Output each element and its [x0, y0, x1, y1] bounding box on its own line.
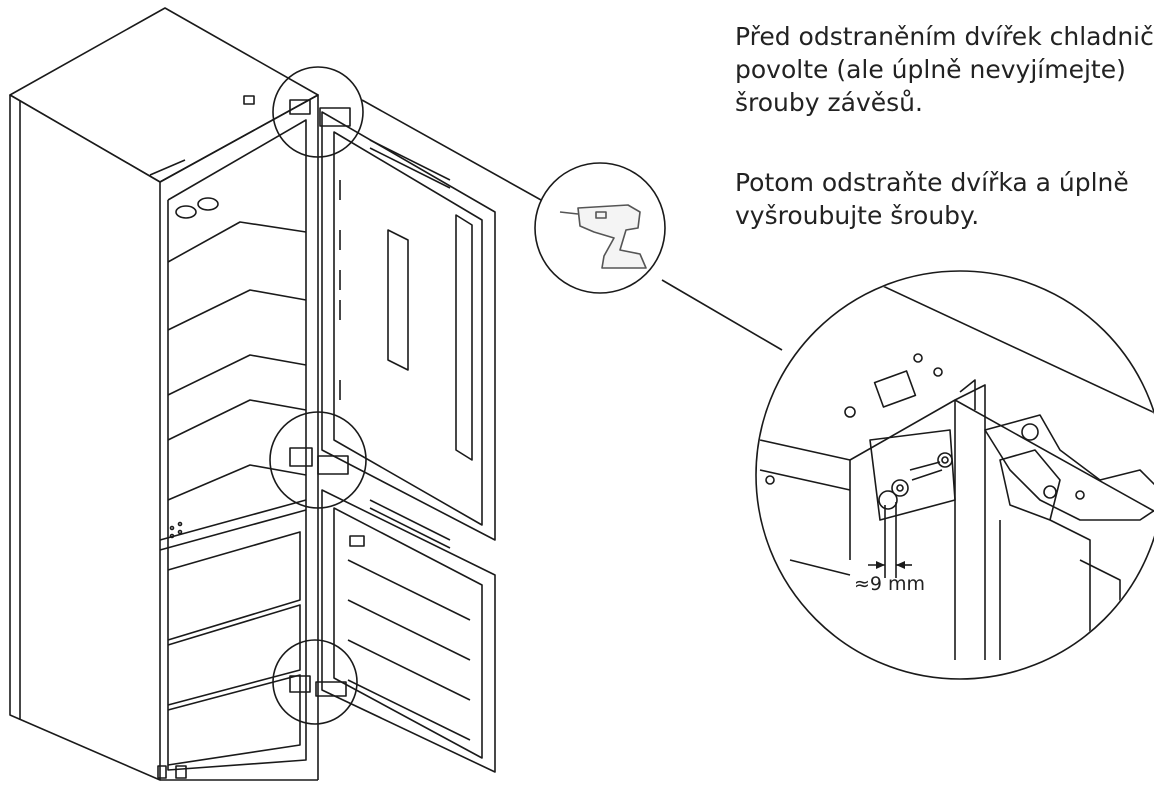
bottom-hinge-highlight: [272, 639, 358, 725]
middle-hinge-highlight: [269, 411, 367, 509]
dimension-label: ≈9 mm: [854, 573, 926, 595]
connector-line-top: [361, 99, 551, 206]
cordless-screwdriver-icon: [559, 204, 647, 269]
screw-offset-dimension: [868, 502, 912, 578]
connector-line-bottom: [661, 279, 783, 351]
lower-door: [321, 489, 496, 773]
instruction-step-2-line-2: vyšroubujte šrouby.: [735, 201, 980, 230]
instruction-step-1: Před odstraněním dvířek chladnič povolte…: [735, 20, 1154, 119]
screwdriver-icon-circle: [534, 162, 666, 294]
instruction-step-1-line-3: šrouby závěsů.: [735, 88, 923, 117]
upper-door: [321, 111, 496, 541]
top-hinge-highlight: [272, 66, 364, 158]
instruction-step-1-line-2: povolte (ale úplně nevyjímejte): [735, 55, 1126, 84]
instruction-step-2: Potom odstraňte dvířka a úplně vyšroubuj…: [735, 166, 1154, 232]
instruction-step-1-line-1: Před odstraněním dvířek chladnič: [735, 22, 1154, 51]
instruction-step-2-line-1: Potom odstraňte dvířka a úplně: [735, 168, 1129, 197]
hinge-detail-circle: [755, 270, 1154, 680]
fridge-cabinet: [9, 7, 319, 781]
